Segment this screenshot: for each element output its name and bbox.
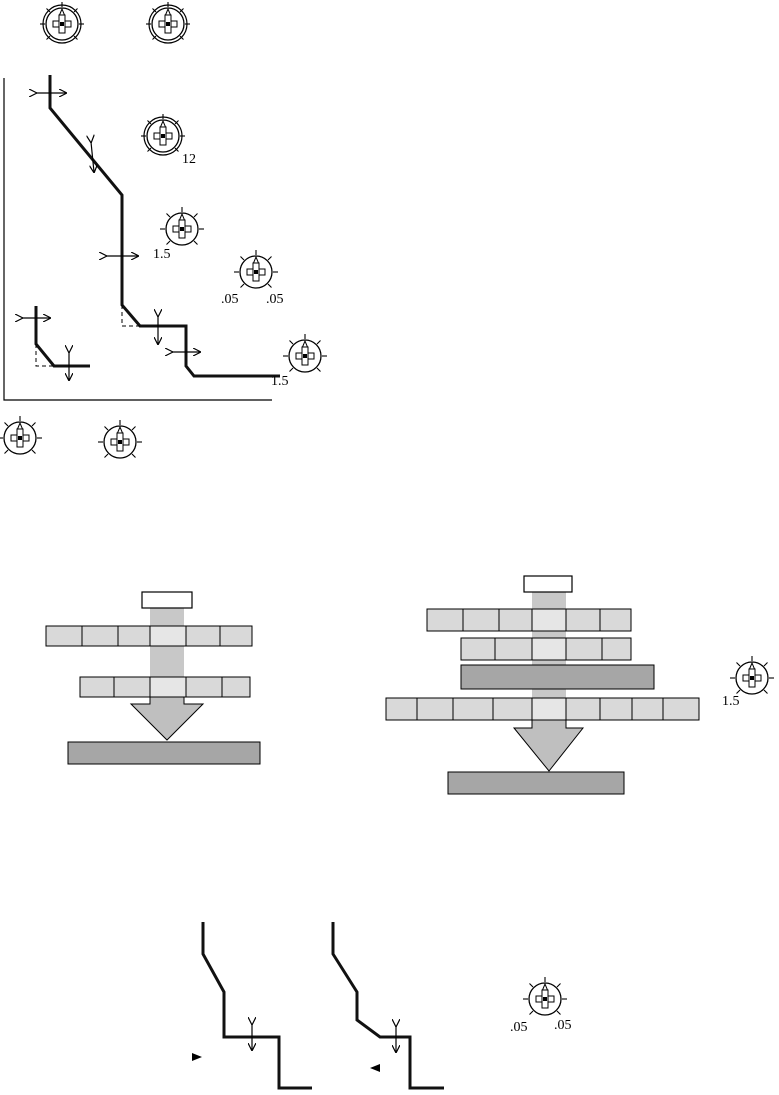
stack-diagram-right (386, 576, 699, 794)
pointer-icon (370, 1064, 380, 1072)
dial-label: 1.5 (153, 247, 171, 262)
dial-label: .05 (266, 292, 284, 307)
dial-label: .05 (510, 1020, 528, 1035)
dial-icon (40, 2, 84, 43)
down-arrow-icon (131, 697, 203, 740)
dial-icon (98, 420, 142, 458)
small-profile-line (36, 306, 90, 366)
dial-icon (0, 416, 42, 454)
dial-label: 12 (182, 152, 196, 167)
dial-icon (160, 207, 204, 245)
output-bar (448, 772, 624, 794)
stack-diagram-left (46, 592, 260, 764)
profile-line-right (333, 922, 444, 1088)
dial-icon (234, 250, 278, 288)
dial-icon (523, 977, 567, 1015)
top-box (524, 576, 572, 592)
dial-label: 1.5 (271, 374, 289, 389)
output-bar (68, 742, 260, 764)
dial-label: .05 (221, 292, 239, 307)
top-box (142, 592, 192, 608)
dial-icon (283, 334, 327, 372)
dial-icon (146, 2, 190, 43)
pointer-icon (192, 1053, 202, 1061)
dial-icon (141, 114, 185, 155)
dial-label: 1.5 (722, 694, 740, 709)
dial-icon (730, 656, 774, 694)
down-arrow-icon (514, 720, 583, 771)
profile-line-left (203, 922, 312, 1088)
dial-label: .05 (554, 1018, 572, 1033)
